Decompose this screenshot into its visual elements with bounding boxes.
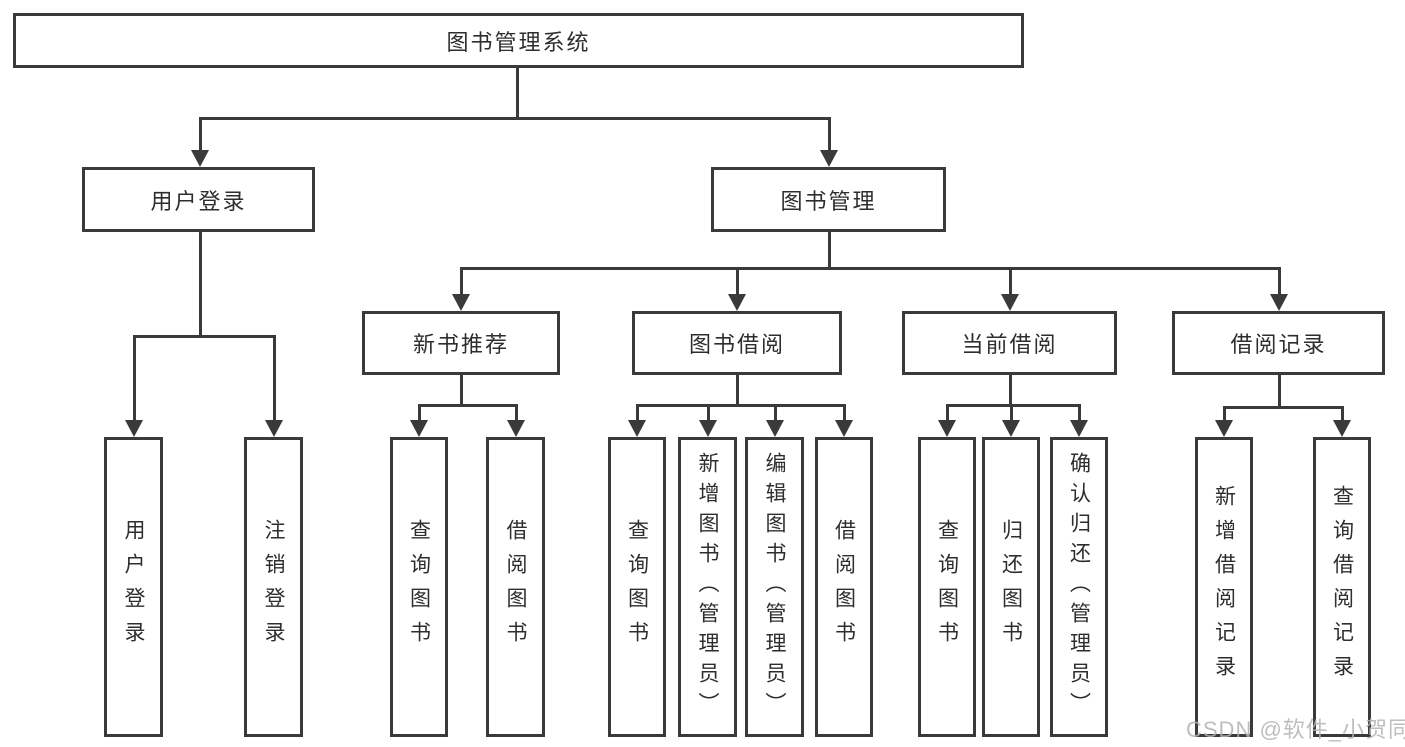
leaf-label: 借阅图书 <box>504 519 527 655</box>
node-label: 用户登录 <box>150 188 247 214</box>
node-new-book-recommend: 新书推荐 <box>362 311 560 375</box>
connector-line <box>735 375 739 405</box>
leaf-confirm-return-admin: 确认归还（管理员） <box>1050 437 1108 737</box>
leaf-add-books-admin: 新增图书（管理员） <box>678 437 737 737</box>
leaf-label: 编辑图书（管理员） <box>763 452 786 722</box>
connector-line <box>635 405 639 420</box>
connector-line <box>827 232 831 268</box>
leaf-label: 查询图书 <box>625 519 649 655</box>
node-library-management-system: 图书管理系统 <box>13 13 1024 68</box>
connector-line <box>1340 407 1344 420</box>
arrowhead-icon <box>1270 294 1288 311</box>
node-current-borrowing: 当前借阅 <box>902 311 1117 375</box>
csdn-watermark: CSDN @软件_小贺同学 <box>1186 717 1405 742</box>
connector-line <box>827 118 831 150</box>
connector-line <box>1222 407 1226 420</box>
connector-line <box>459 268 463 294</box>
connector-line <box>945 403 1081 407</box>
connector-line <box>1277 375 1281 407</box>
connector-line <box>1008 375 1012 405</box>
arrowhead-icon <box>452 294 470 311</box>
connector-line <box>198 118 202 150</box>
connector-line <box>417 405 421 420</box>
leaf-edit-books-admin: 编辑图书（管理员） <box>745 437 804 737</box>
connector-line <box>132 336 136 420</box>
arrowhead-icon <box>835 420 853 437</box>
arrowhead-icon <box>1215 420 1233 437</box>
node-book-management: 图书管理 <box>711 167 946 232</box>
connector-line <box>773 405 777 420</box>
node-label: 新书推荐 <box>412 332 509 357</box>
arrowhead-icon <box>628 420 646 437</box>
leaf-borrow-books: 借阅图书 <box>815 437 873 737</box>
leaf-label: 查询图书 <box>935 519 959 655</box>
arrowhead-icon <box>507 420 525 437</box>
connector-line <box>515 68 519 118</box>
connector-line <box>459 266 1281 270</box>
connector-line <box>132 334 276 338</box>
leaf-label: 确认归还（管理员） <box>1067 452 1091 722</box>
arrowhead-icon <box>820 150 838 167</box>
leaf-label: 新增借阅记录 <box>1212 485 1236 689</box>
arrowhead-icon <box>1333 420 1351 437</box>
connector-line <box>1009 405 1013 420</box>
leaf-query-books-current: 查询图书 <box>918 437 976 737</box>
node-label: 当前借阅 <box>961 332 1058 357</box>
arrowhead-icon <box>191 150 209 167</box>
node-label: 图书借阅 <box>688 332 785 357</box>
leaf-query-books-borrow: 查询图书 <box>608 437 666 737</box>
arrowhead-icon <box>699 420 717 437</box>
leaf-label: 查询图书 <box>407 519 431 655</box>
leaf-label: 归还图书 <box>999 519 1023 655</box>
leaf-label: 借阅图书 <box>832 519 856 655</box>
connector-line <box>1277 268 1281 294</box>
arrowhead-icon <box>410 420 428 437</box>
leaf-user-login: 用户登录 <box>104 437 163 737</box>
leaf-label: 查询借阅记录 <box>1330 485 1354 689</box>
connector-line <box>945 405 949 420</box>
connector-line <box>459 375 463 405</box>
node-label: 借阅记录 <box>1230 332 1327 357</box>
connector-line <box>198 232 202 336</box>
node-borrowing-records: 借阅记录 <box>1172 311 1385 375</box>
node-user-login: 用户登录 <box>82 167 315 232</box>
arrowhead-icon <box>766 420 784 437</box>
leaf-label: 注销登录 <box>262 519 285 655</box>
arrowhead-icon <box>125 420 143 437</box>
arrowhead-icon <box>728 294 746 311</box>
arrowhead-icon <box>1001 294 1019 311</box>
connector-line <box>1008 268 1012 294</box>
connector-line <box>706 405 710 420</box>
arrowhead-icon <box>265 420 283 437</box>
connector-line <box>198 116 831 120</box>
leaf-label: 用户登录 <box>122 519 145 655</box>
leaf-borrow-books-recommend: 借阅图书 <box>486 437 545 737</box>
arrowhead-icon <box>1002 420 1020 437</box>
leaf-add-borrow-record: 新增借阅记录 <box>1195 437 1253 737</box>
connector-line <box>1077 405 1081 420</box>
node-label: 图书管理 <box>780 188 877 214</box>
connector-line <box>417 403 518 407</box>
connector-line <box>272 336 276 420</box>
node-label: 图书管理系统 <box>446 29 591 55</box>
connector-line <box>842 405 846 420</box>
leaf-label: 新增图书（管理员） <box>696 452 719 722</box>
arrowhead-icon <box>1070 420 1088 437</box>
connector-line <box>635 403 846 407</box>
arrowhead-icon <box>938 420 956 437</box>
leaf-query-books-recommend: 查询图书 <box>390 437 448 737</box>
leaf-return-books: 归还图书 <box>982 437 1040 737</box>
connector-line <box>514 405 518 420</box>
node-book-borrowing: 图书借阅 <box>632 311 842 375</box>
leaf-logout: 注销登录 <box>244 437 303 737</box>
connector-line <box>735 268 739 294</box>
leaf-query-borrow-record: 查询借阅记录 <box>1313 437 1371 737</box>
connector-line <box>1222 405 1344 409</box>
